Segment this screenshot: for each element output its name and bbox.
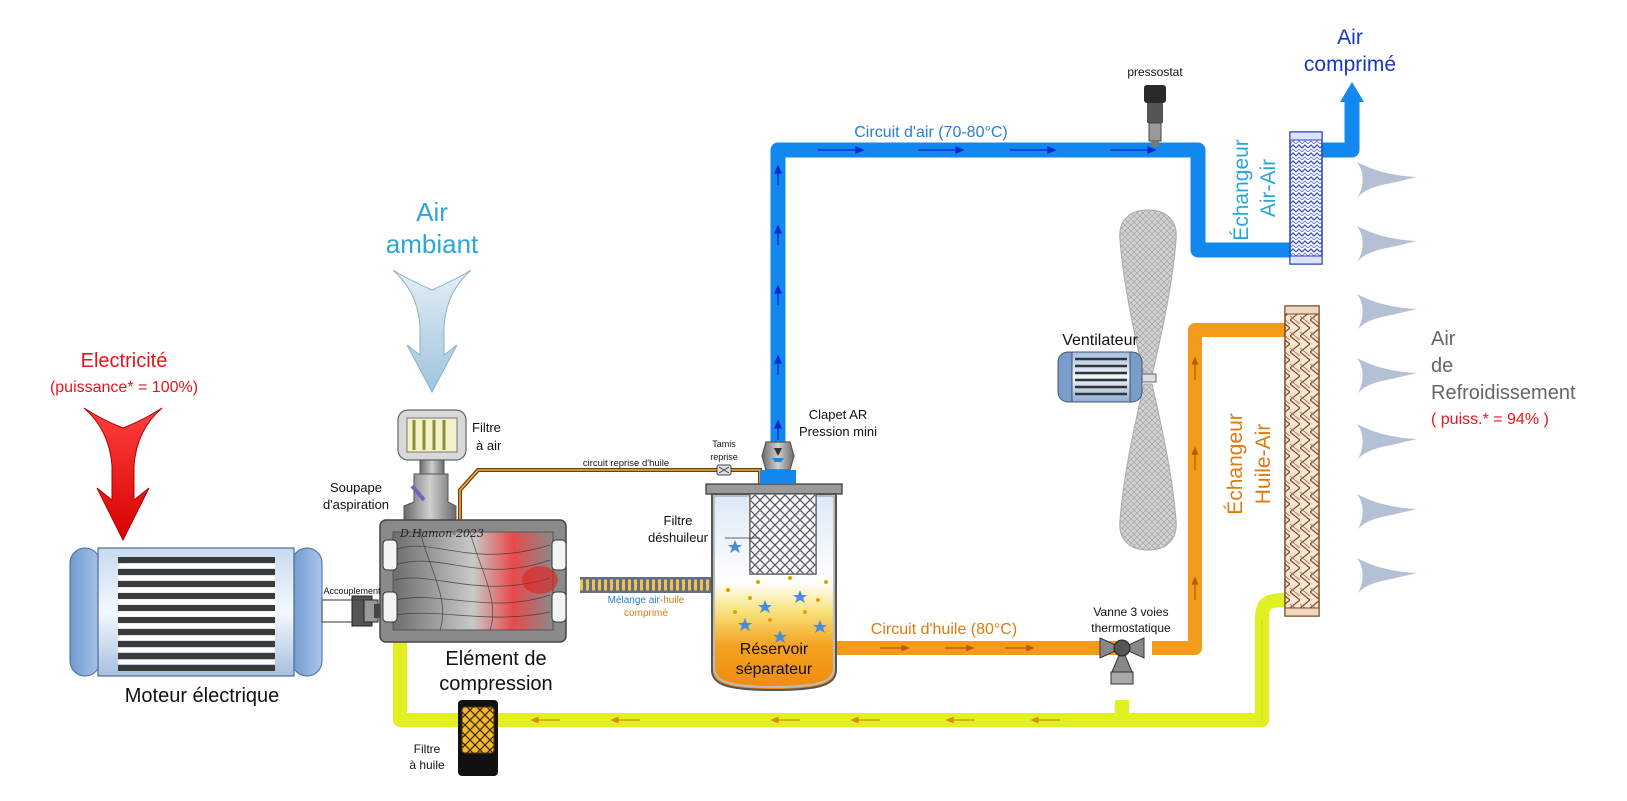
air-circuit-label: Circuit d'air (70-80°C) [854, 124, 1008, 141]
electricity-title: Electricité [81, 350, 168, 372]
air-filter-label-2: à air [476, 438, 502, 453]
oil-circuit-label: Circuit d'huile (80°C) [871, 621, 1017, 638]
compressed-air-label-2: comprimé [1304, 53, 1396, 76]
electricity-power: (puissance* = 100%) [50, 379, 198, 396]
oil-filter-label-1: Filtre [414, 742, 441, 756]
oil-return-line [458, 468, 735, 525]
compression-element [379, 519, 567, 643]
mixture-prefix: Mélange [608, 595, 649, 606]
intake-valve-label-2: d'aspiration [323, 497, 389, 512]
signature: D.Hamon-2023 [399, 527, 484, 540]
oil-return-label: circuit reprise d'huile [583, 458, 669, 469]
strainer-label-1: Tamis [712, 439, 736, 449]
compressed-air-outlet-pipe [1321, 100, 1360, 158]
cooling-power-label: ( puiss.* = 94% ) [1431, 411, 1549, 428]
air-bubbles [728, 540, 827, 643]
fan [1119, 209, 1177, 551]
intake-valve-label-1: Soupape [330, 480, 382, 495]
mixture-oil: huile [663, 595, 685, 606]
strainer-label-2: reprise [710, 452, 738, 462]
check-valve-label-1: Clapet AR [809, 407, 868, 422]
cooling-air-label-3: Refroidissement [1431, 382, 1576, 404]
separator-filter-label-1: Filtre [664, 513, 693, 528]
compressed-air-arrow [1340, 82, 1364, 102]
air-filter [397, 409, 467, 475]
motor-label: Moteur électrique [125, 685, 280, 707]
mixture-label-1: Mélange air-huile [608, 595, 685, 606]
check-valve [760, 441, 796, 484]
tank-label-1: Réservoir [740, 641, 809, 658]
oil-strainer [716, 464, 732, 476]
air-filter-label-1: Filtre [472, 420, 501, 435]
oil-flow-arrows-hot [880, 356, 1199, 652]
leader-lines [352, 537, 760, 601]
ambient-air-arrow [392, 269, 472, 394]
hot-oil-pipe-exchanger [1152, 323, 1285, 655]
air-flow-arrows [774, 146, 1157, 440]
intake-valve [403, 473, 457, 521]
air-exchanger-label-2: Air-Air [1257, 159, 1280, 217]
three-way-label-2: thermostatique [1091, 621, 1171, 635]
electricity-arrow [83, 407, 163, 542]
compressed-air-label-1: Air [1337, 26, 1363, 49]
cooling-air-label-2: de [1431, 355, 1453, 377]
cooling-air-label-1: Air [1431, 328, 1456, 350]
oil-filter-label-2: à huile [409, 758, 445, 772]
mixture-air: air- [649, 595, 663, 606]
three-way-valve [1099, 637, 1145, 685]
coupling-label: Accouplement [323, 586, 381, 596]
oil-exchanger-label-1: Échangeur [1224, 413, 1247, 515]
fan-motor [1057, 351, 1143, 403]
separator-filter-label-2: déshuileur [648, 530, 709, 545]
air-circuit-pipe [770, 142, 1290, 470]
element-label-2: compression [439, 673, 552, 695]
pressure-switch [1144, 85, 1166, 147]
three-way-label-1: Vanne 3 voies [1093, 605, 1168, 619]
oil-exchanger-label-2: Huile-Air [1252, 424, 1275, 505]
oil-flow-arrows-cool [530, 716, 1060, 724]
check-valve-label-2: Pression mini [799, 424, 877, 439]
mixture-label-2: comprimé [624, 608, 668, 619]
air-air-exchanger [1289, 131, 1323, 265]
pressure-switch-label: pressostat [1127, 65, 1183, 79]
ambient-air-line2: ambiant [386, 229, 479, 259]
electric-motor [69, 547, 365, 677]
oil-air-exchanger [1284, 305, 1320, 617]
element-label-1: Elément de [445, 648, 546, 670]
separator-tank [705, 483, 843, 692]
oil-filter [458, 700, 498, 776]
tank-label-2: séparateur [736, 661, 813, 678]
air-exchanger-label-1: Échangeur [1230, 139, 1253, 241]
cooling-air-arrows [1357, 162, 1417, 594]
ambient-air-line1: Air [416, 197, 448, 227]
fan-label: Ventilateur [1062, 332, 1138, 349]
